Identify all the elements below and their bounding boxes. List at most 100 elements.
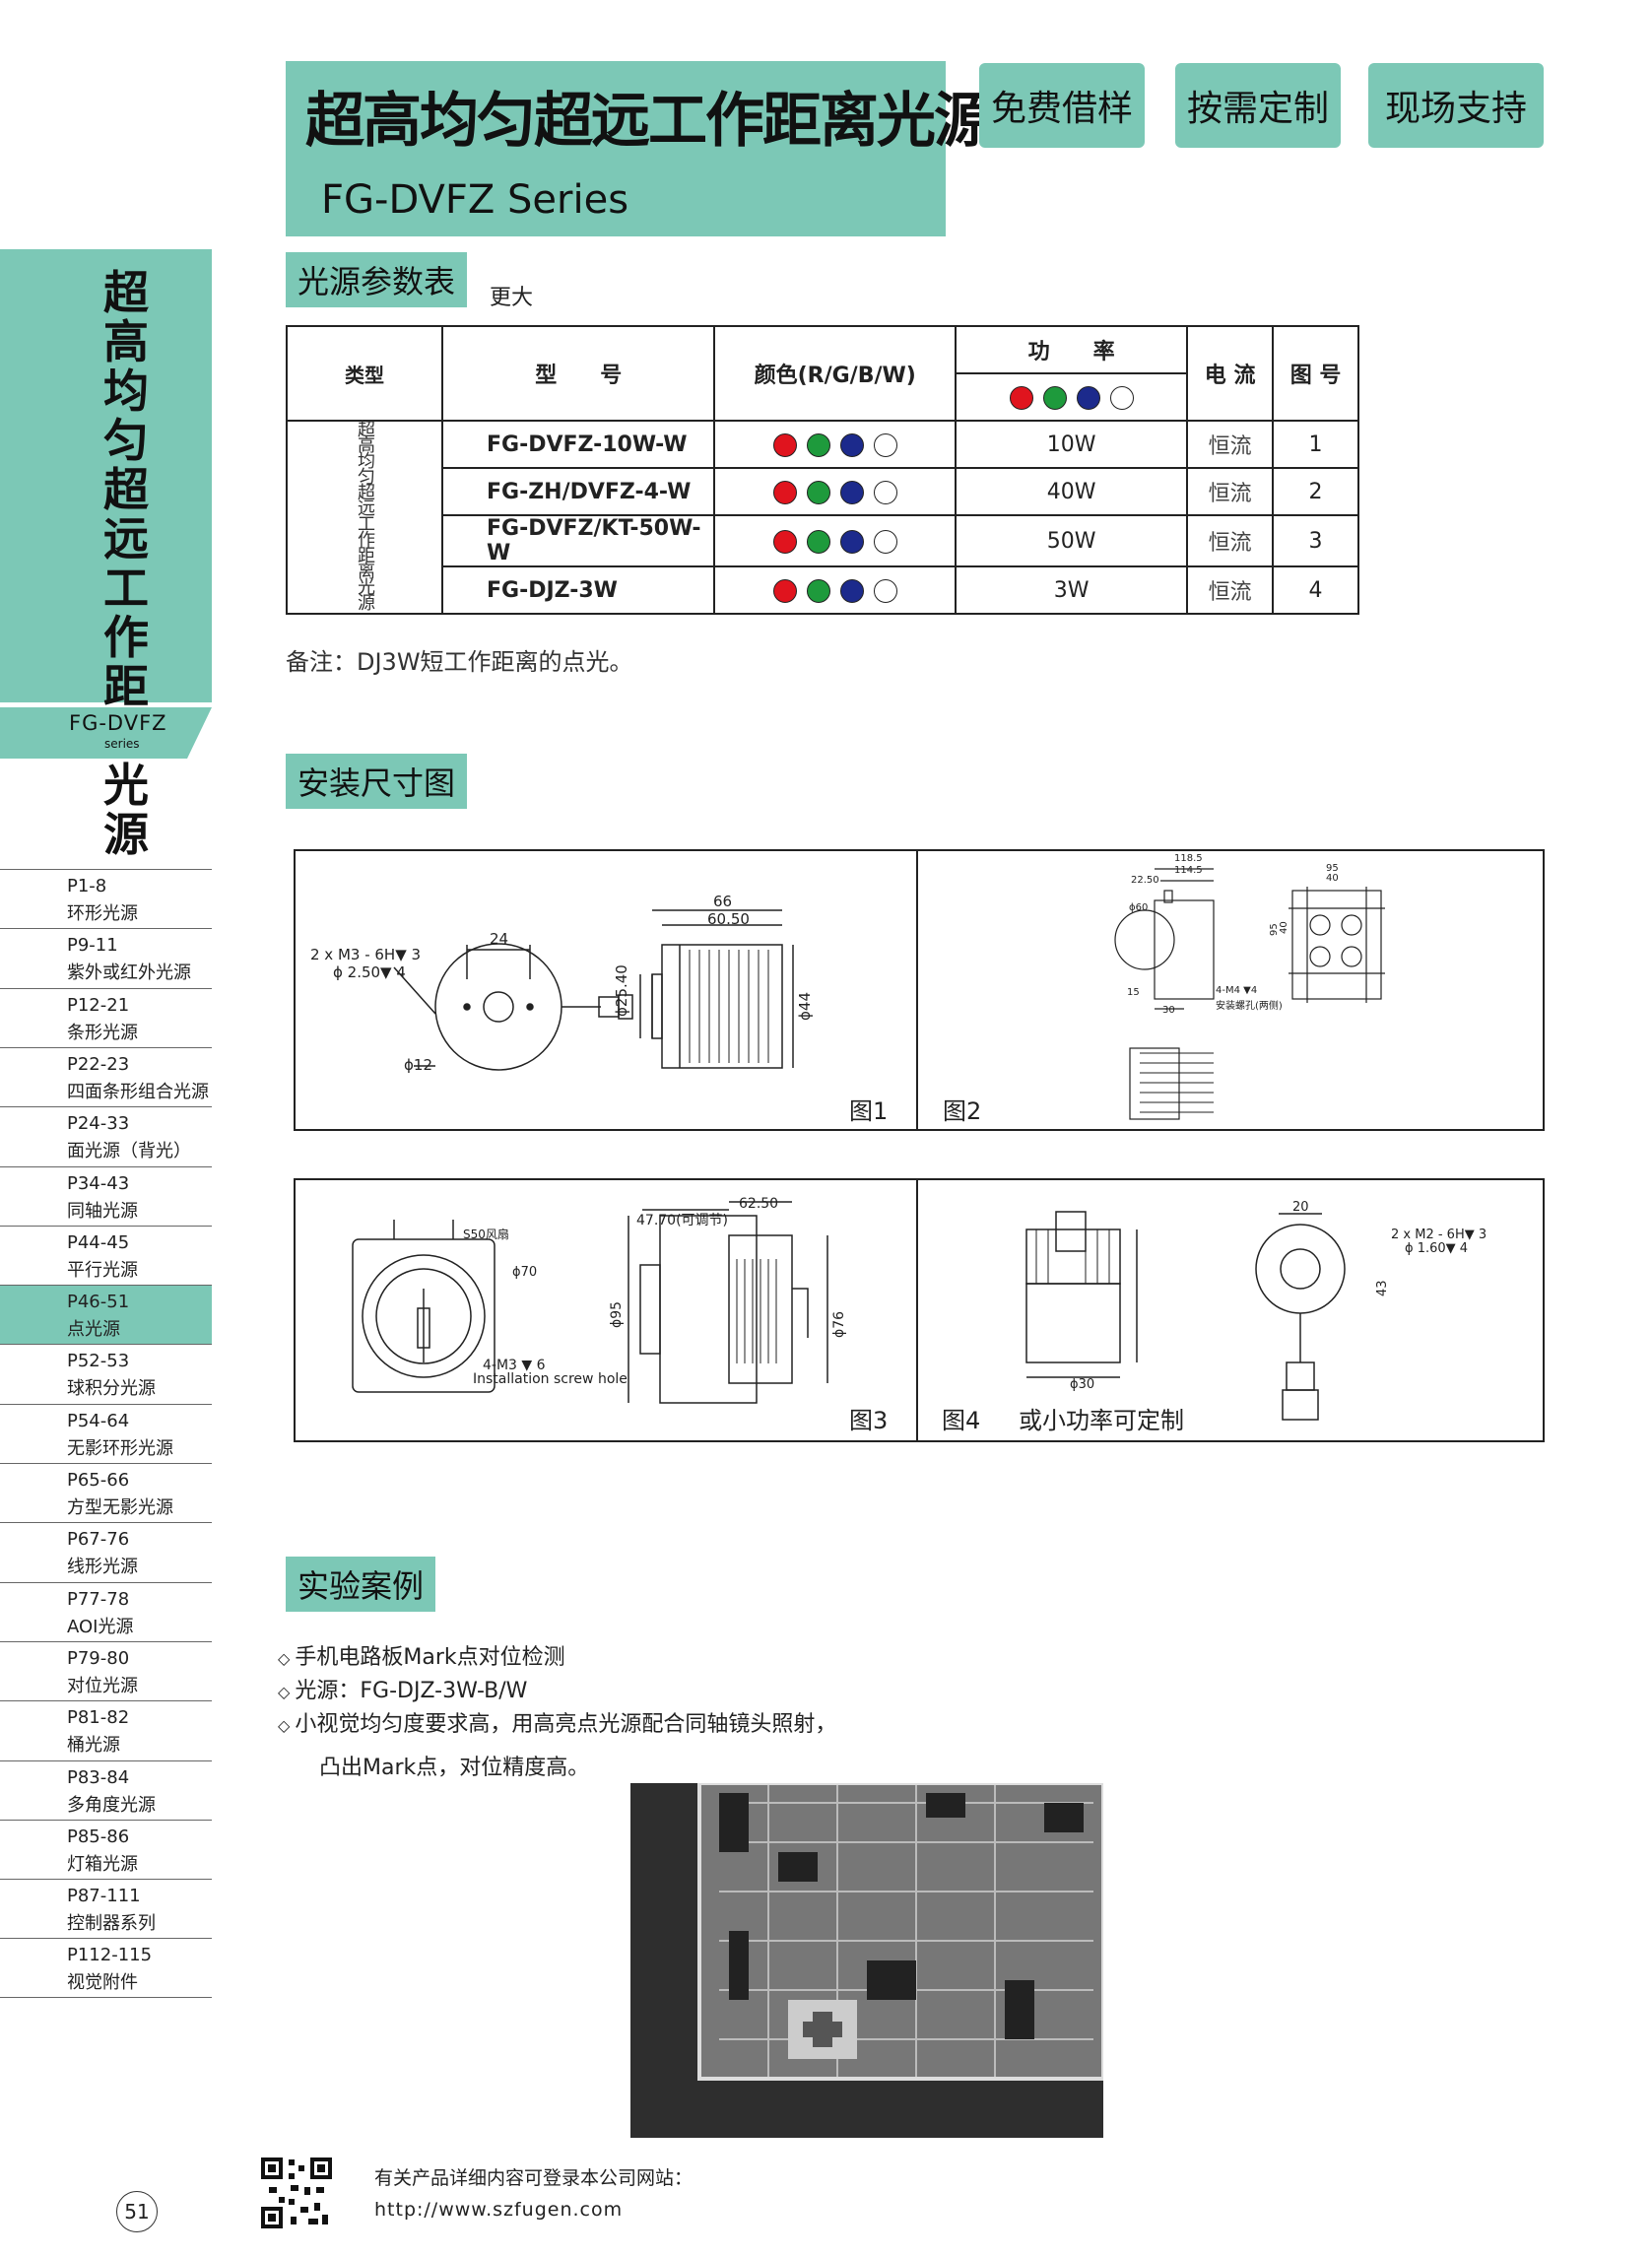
- sidebar-nav-item[interactable]: P67-76 线形光源: [0, 1522, 212, 1581]
- fig2-label-2250: 22.50: [1131, 875, 1159, 886]
- color-dot: [1076, 385, 1100, 410]
- sidebar-nav-item[interactable]: P22-23 四面条形组合光源: [0, 1046, 212, 1106]
- free-sample-button[interactable]: 免费借样: [979, 63, 1145, 148]
- power-cell: 40W: [954, 467, 1189, 516]
- color-dot: [873, 578, 897, 603]
- nav-label: 线形光源: [67, 1557, 138, 1578]
- qr-code-icon: [261, 2157, 332, 2228]
- case-bullet: ◇ 光源：FG-DJZ-3W-B/W: [278, 1673, 527, 1704]
- type-cell: 超高均匀超远工作距离光源: [286, 420, 443, 615]
- case-bullet: ◇ 手机电路板Mark点对位检测: [278, 1639, 565, 1671]
- col-type: 类型: [286, 325, 443, 422]
- fig1-label-12: ϕ12: [404, 1056, 432, 1074]
- footer-url[interactable]: http://www.szfugen.com: [374, 2199, 624, 2221]
- nav-pages: P79-80: [67, 1647, 130, 1669]
- nav-pages: P65-66: [67, 1470, 130, 1491]
- fig2-label-1185: 118.5: [1174, 853, 1203, 864]
- nav-label: 点光源: [67, 1319, 120, 1341]
- figure-4-drawing: [1025, 1211, 1346, 1421]
- params-heading: 光源参数表: [286, 252, 468, 307]
- col-current: 电 流: [1186, 325, 1275, 422]
- bullet-text: 光源：FG-DJZ-3W-B/W: [295, 1679, 528, 1703]
- power-cell: 10W: [954, 420, 1189, 469]
- fig2-label-holes: 安装螺孔(两侧): [1216, 1001, 1283, 1012]
- sidebar-nav-item[interactable]: P24-33 面光源（背光）: [0, 1106, 212, 1165]
- fig4-label-160: ϕ 1.60▼ 4: [1405, 1241, 1469, 1256]
- power-cell: 3W: [954, 565, 1189, 615]
- sidebar-series: FG-DVFZ: [69, 711, 167, 735]
- nav-pages: P22-23: [67, 1053, 130, 1075]
- sidebar-title: 超高均匀超远工作距离光源: [103, 266, 149, 861]
- nav-label: 视觉附件: [67, 1972, 138, 1994]
- color-dot: [1042, 385, 1067, 410]
- fig3-label-6250: 62.50: [739, 1196, 779, 1212]
- nav-label: 四面条形组合光源: [67, 1081, 209, 1102]
- cases-heading: 实验案例: [286, 1557, 436, 1612]
- figure-2-caption: 图2: [943, 1097, 982, 1125]
- color-dot: [1109, 385, 1134, 410]
- nav-pages: P24-33: [67, 1113, 130, 1135]
- model-cell: FG-DVFZ/KT-50W-W: [440, 514, 716, 567]
- model-cell: FG-ZH/DVFZ-4-W: [440, 467, 716, 516]
- color-dot: [806, 432, 830, 457]
- drawing-row-1: 2 x M3 - 6H▼ 3 ϕ 2.50▼ 4 24 ϕ12 66 60.50…: [294, 849, 1545, 1131]
- fig2-label-30: 30: [1162, 1005, 1175, 1016]
- nav-label: 平行光源: [67, 1259, 138, 1281]
- color-cell: [713, 420, 957, 469]
- custom-button[interactable]: 按需定制: [1175, 63, 1341, 148]
- fig1-label-6050: 60.50: [707, 910, 750, 928]
- fig3-label-m3: 4-M3 ▼ 6: [483, 1358, 546, 1373]
- fig1-label-24: 24: [490, 930, 509, 948]
- fig1-label-44: ϕ44: [796, 992, 814, 1021]
- color-dot: [772, 480, 797, 504]
- nav-pages: P12-21: [67, 994, 130, 1016]
- color-dot: [806, 529, 830, 554]
- sidebar-title-box: [0, 249, 212, 702]
- sidebar-nav-item[interactable]: P12-21 条形光源: [0, 987, 212, 1047]
- nav-pages: P87-111: [67, 1886, 141, 1907]
- nav-label: 条形光源: [67, 1022, 138, 1043]
- color-dot: [839, 480, 864, 504]
- fig2-label-1145: 114.5: [1174, 865, 1203, 876]
- color-dot: [772, 529, 797, 554]
- nav-pages: P9-11: [67, 935, 118, 957]
- model-cell: FG-DVFZ-10W-W: [440, 420, 716, 469]
- nav-label: 桶光源: [67, 1735, 120, 1757]
- power-cell: 50W: [954, 514, 1189, 567]
- nav-pages: P83-84: [67, 1766, 130, 1788]
- title-box: 超高均匀超远工作距离光源 FG-DVFZ Series: [286, 61, 993, 236]
- nav-label: 球积分光源: [67, 1378, 156, 1400]
- nav-label: 无影环形光源: [67, 1437, 173, 1459]
- color-dot: [839, 432, 864, 457]
- nav-pages: P1-8: [67, 876, 107, 896]
- sidebar-series-sub: series: [104, 737, 140, 751]
- figure-1-drawing: [393, 909, 794, 1071]
- fig2-label-m4: 4-M4 ▼4: [1216, 985, 1258, 996]
- bullet-text: 小视觉均匀度要求高，用高亮点光源配合同轴镜头照射，: [295, 1712, 837, 1737]
- sidebar-nav-item[interactable]: P44-45 平行光源: [0, 1225, 212, 1285]
- fig2-label-40b: 40: [1279, 921, 1289, 934]
- nav-pages: P67-76: [67, 1529, 130, 1551]
- spec-table: 类型 型 号 颜色(R/G/B/W) 功 率 电 流 图 号 超高均匀超远工作距…: [286, 325, 1359, 615]
- nav-label: 灯箱光源: [67, 1853, 138, 1875]
- figure-3-drawing: [352, 1201, 828, 1404]
- nav-label: 面光源（背光）: [67, 1141, 191, 1162]
- nav-pages: P44-45: [67, 1231, 130, 1253]
- onsite-support-button[interactable]: 现场支持: [1368, 63, 1544, 148]
